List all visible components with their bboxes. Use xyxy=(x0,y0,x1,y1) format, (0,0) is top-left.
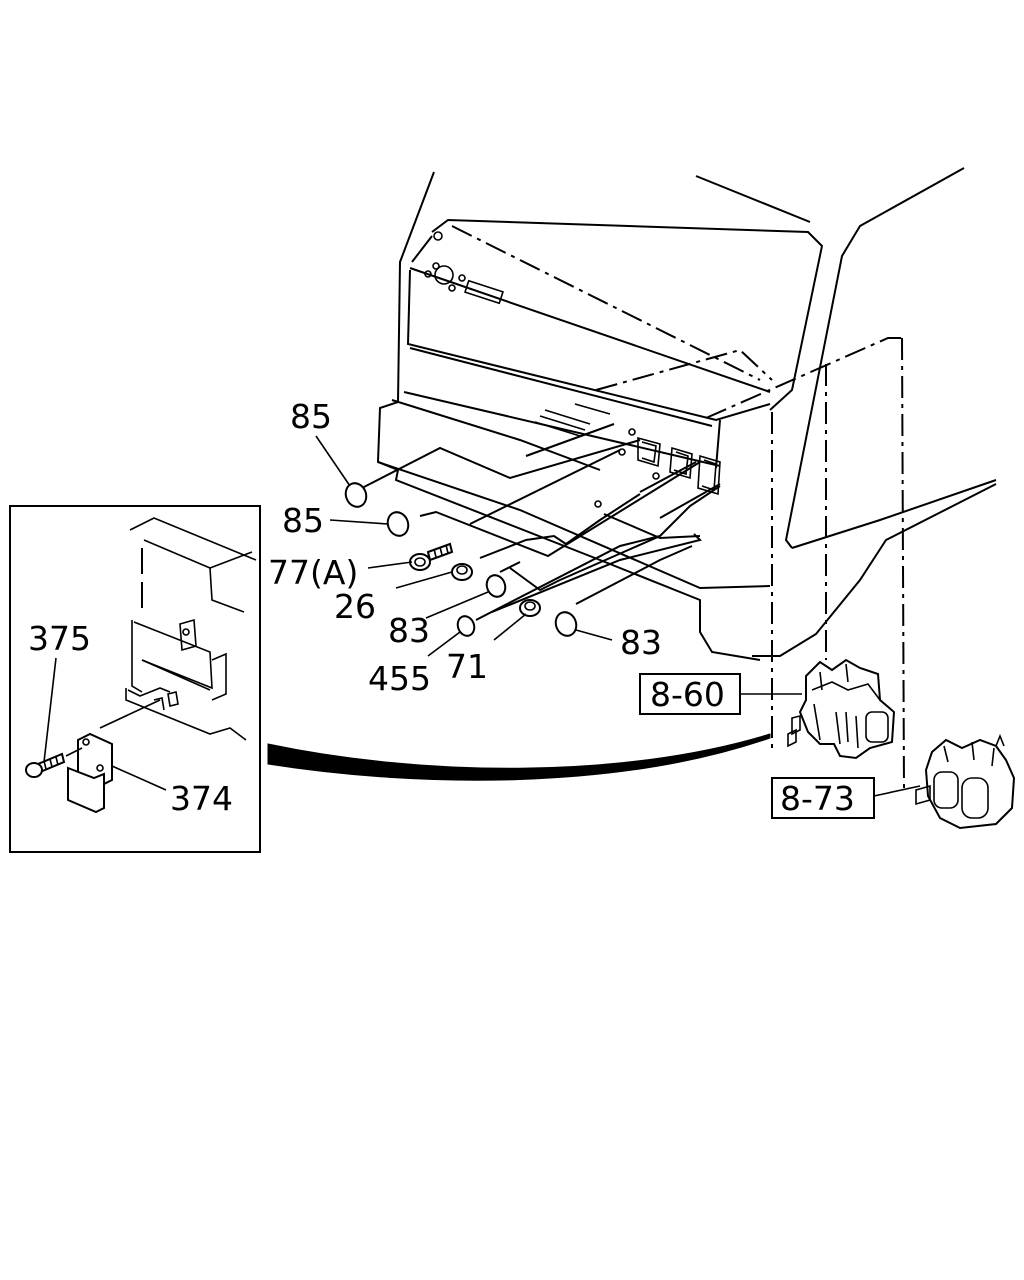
cab-front-panel xyxy=(376,167,997,661)
inset-connector xyxy=(267,733,771,781)
grommet-85-upper xyxy=(344,482,368,508)
callout-374: 374 xyxy=(170,779,233,818)
detail-inset xyxy=(9,505,261,853)
bolt-77a xyxy=(409,542,454,571)
ref-8-73-label: 8-73 xyxy=(780,779,855,818)
reference-8-73[interactable]: 8-73 xyxy=(771,777,875,819)
callout-85-upper: 85 xyxy=(290,397,332,436)
bolt-375 xyxy=(25,752,66,778)
callout-455: 455 xyxy=(368,659,431,698)
callout-375: 375 xyxy=(28,619,91,658)
grommet-85-lower xyxy=(386,511,410,537)
reference-8-60[interactable]: 8-60 xyxy=(639,673,741,715)
leader-lines xyxy=(315,435,921,797)
ref-8-60-label: 8-60 xyxy=(650,675,725,714)
grommet-83-right xyxy=(554,611,578,637)
callout-83-left: 83 xyxy=(388,611,430,650)
callout-77a: 77(A) xyxy=(268,553,358,592)
assembly-8-73 xyxy=(915,733,1016,830)
callout-71: 71 xyxy=(446,647,488,686)
placement-lines xyxy=(361,423,721,621)
small-parts xyxy=(344,482,578,637)
grommet-83-left xyxy=(485,574,507,598)
nut-71 xyxy=(519,599,541,617)
callout-labels: 85 85 77(A) 26 83 83 455 71 375 374 xyxy=(28,397,662,818)
callout-85-lower: 85 xyxy=(282,501,324,540)
callout-26: 26 xyxy=(334,587,376,626)
callout-83-right: 83 xyxy=(620,623,662,662)
phantom-lines xyxy=(451,225,905,791)
assembly-8-60 xyxy=(787,658,896,760)
nut-26 xyxy=(451,563,473,581)
grommet-455 xyxy=(456,615,476,637)
